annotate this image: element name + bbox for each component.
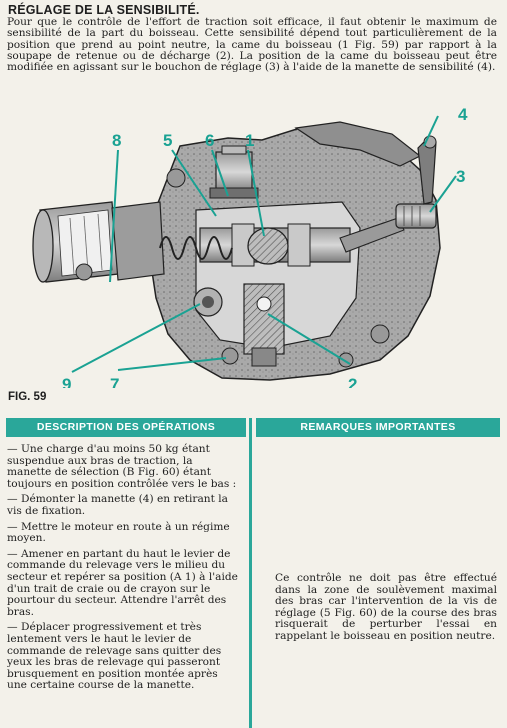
callout-8: 8 [112, 131, 121, 150]
intro-paragraph: Pour que le contrôle de l'effort de trac… [7, 16, 497, 74]
remark-text: Ce contrôle ne doit pas être effectué da… [275, 572, 497, 642]
callout-9: 9 [62, 375, 71, 388]
operation-step: — Amener en partant du haut le levier de… [7, 547, 238, 618]
remarks-header: REMARQUES IMPORTANTES [256, 418, 500, 437]
callout-7: 7 [110, 375, 119, 388]
section-title: RÉGLAGE DE LA SENSIBILITÉ. [8, 3, 200, 17]
operation-step: — Déplacer progressivement et très lente… [7, 621, 222, 692]
callout-4: 4 [458, 105, 468, 124]
callout-3: 3 [456, 167, 465, 186]
intro-text: Pour que le contrôle de l'effort de trac… [7, 16, 497, 74]
operation-step: — Démonter la manette (4) en retirant la… [7, 493, 228, 517]
figure-label: FIG. 59 [8, 391, 47, 403]
callout-2: 2 [348, 375, 357, 388]
column-divider [249, 418, 252, 728]
operations-list: — Une charge d'au moins 50 kg étant susp… [7, 443, 239, 696]
callout-1: 1 [245, 131, 254, 150]
callout-5: 5 [163, 131, 172, 150]
operation-step: — Mettre le moteur en route à un régime … [7, 520, 230, 545]
operation-step: — Une charge d'au moins 50 kg étant susp… [7, 443, 237, 490]
hydraulic-valve-illustration: 1 2 3 4 5 6 7 8 9 [32, 105, 468, 388]
callout-6: 6 [205, 131, 214, 150]
operations-header: DESCRIPTION DES OPÉRATIONS [6, 418, 246, 437]
